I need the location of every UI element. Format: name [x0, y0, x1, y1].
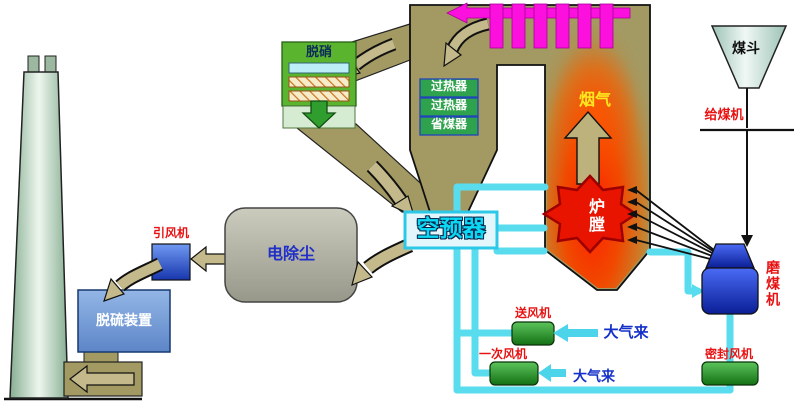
flue-arrow-to-esp-icon — [351, 260, 374, 286]
pa-fan-box — [489, 361, 539, 386]
air-preheater-box — [403, 210, 499, 250]
atmosphere-in-2-label: 大气来 — [573, 368, 615, 384]
pipe-outer-left — [453, 183, 549, 394]
flue-arrow-downpass-icon — [443, 41, 463, 68]
coal-mill-label: 磨煤机 — [765, 260, 781, 308]
furnace-upper-glow — [551, 40, 639, 190]
coal-hopper-label: 煤斗 — [732, 40, 760, 56]
pa-fan-label: 一次风机 — [478, 347, 527, 361]
superheater-2-box — [419, 97, 479, 117]
pipe-pa-to-preheater — [471, 244, 498, 377]
scr-down-arrow-icon — [301, 100, 337, 129]
pendant-superheater-bars — [489, 3, 614, 49]
flue-arrow-to-idfan-icon — [190, 245, 229, 273]
coal-system — [627, 25, 794, 315]
coal-down-arrow-icon — [741, 235, 753, 247]
desulf-idfan-group — [77, 243, 229, 353]
desulfurization-label: 脱硫装置 — [96, 312, 152, 329]
scr-unit — [281, 41, 357, 129]
fans — [489, 321, 759, 386]
burner-lines — [635, 189, 723, 263]
air-pipes — [453, 183, 734, 394]
burner-arrowheads — [627, 186, 637, 244]
furnace-label: 炉膛 — [586, 198, 603, 234]
coal-mill-body — [701, 267, 759, 315]
economizer-box — [419, 116, 479, 136]
scr-layer-top — [288, 62, 350, 74]
backpass-heaters — [419, 78, 479, 136]
flue-duct-to-chimney — [63, 347, 143, 397]
id-fan-label: 引风机 — [152, 226, 189, 240]
mill-air-inlet-arrow-icon — [692, 284, 704, 298]
superheater-1-box — [419, 78, 479, 98]
seal-fan-box — [701, 361, 759, 386]
atmosphere-in-1-label: 大气来 — [603, 324, 649, 341]
scr-catalyst-layer-1 — [288, 76, 350, 88]
air-preheater-label: 空预器 — [416, 215, 486, 241]
superheater-2-label: 过热器 — [430, 98, 467, 112]
chimney — [4, 55, 142, 401]
coal-hopper-shape — [710, 25, 788, 89]
fd-fan-box — [511, 321, 555, 346]
economizer-label: 省煤器 — [430, 117, 467, 131]
atmosphere-arrow-2-icon — [538, 364, 566, 382]
esp-label: 电除尘 — [266, 246, 315, 264]
chimney-shape — [9, 71, 69, 399]
esp-box — [224, 207, 358, 303]
scr-catalyst-layer-2 — [288, 90, 350, 102]
pipe-hot-air-to-mill — [646, 248, 702, 295]
seal-fan-label: 密封风机 — [704, 347, 753, 361]
atmosphere-arrow-1-icon — [553, 324, 598, 342]
fd-fan-label: 送风机 — [514, 306, 551, 320]
coal-feeder-label: 给煤机 — [704, 107, 744, 122]
flue-arrow-to-chimney-icon — [69, 364, 135, 394]
superheater-1-label: 过热器 — [430, 79, 467, 93]
furnace-flame-cloud — [541, 174, 639, 254]
desulfurization-box — [77, 289, 171, 353]
coal-mill-neck — [705, 243, 755, 269]
denitration-label: 脱硝 — [305, 44, 332, 59]
flue-arrow-to-desulf-icon — [103, 277, 126, 302]
flue-gas-label: 烟气 — [578, 92, 611, 109]
